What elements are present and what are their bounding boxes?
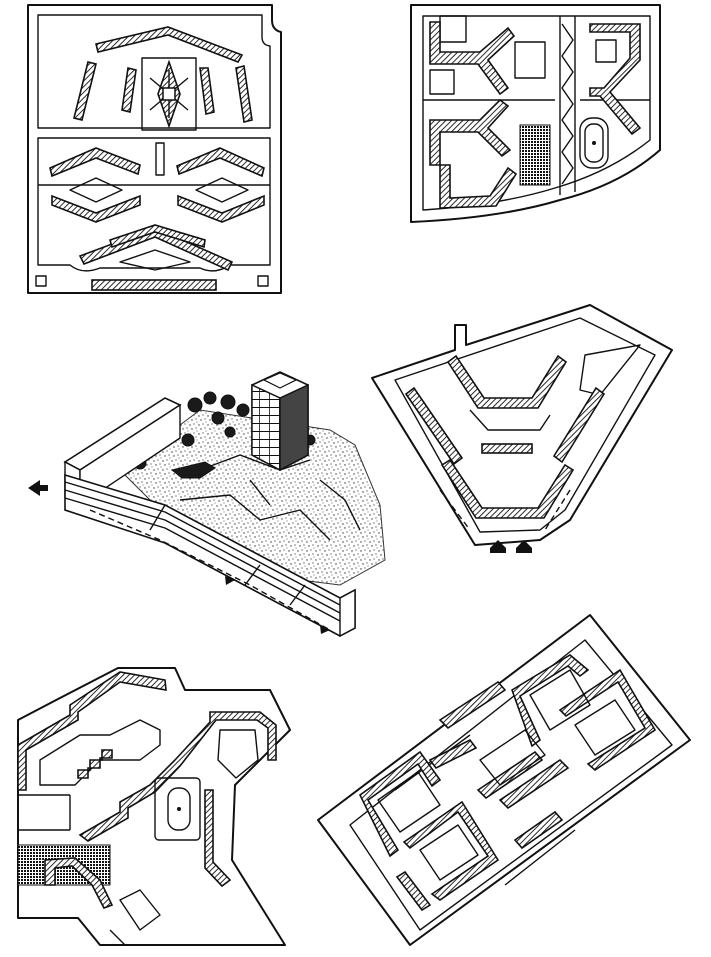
- building-bar: [513, 810, 564, 850]
- panel-v-shaped-block-plan: [371, 304, 673, 553]
- building-mid-right-a: [176, 147, 265, 178]
- building-left-wing: [404, 386, 464, 466]
- courtyard-upper: [39, 719, 161, 786]
- building-top-chevron: [95, 26, 244, 63]
- access-road: [89, 509, 331, 631]
- building-mid-left-b: [51, 194, 141, 223]
- small-block: [595, 39, 617, 63]
- small-plot: [109, 889, 161, 946]
- courtyard: [514, 41, 546, 79]
- tower-block: [251, 371, 309, 472]
- entrance-marker: [490, 548, 506, 553]
- building-mid-right-b: [177, 194, 265, 223]
- median-strip: [155, 142, 165, 176]
- building-right-wing: [552, 386, 606, 464]
- inner-path: [469, 409, 551, 431]
- dense-block: [519, 124, 551, 186]
- building-branch-left-lower: [429, 98, 512, 166]
- block-outline: [410, 4, 661, 223]
- access-path: [439, 489, 571, 531]
- building-stepped: [77, 749, 113, 779]
- block-outline: [27, 4, 282, 294]
- panel-aerial-perspective: [28, 371, 386, 638]
- site-outline: [371, 304, 673, 546]
- building-v-lower: [440, 458, 575, 519]
- panel-diagonal-courtyard-plan: [317, 614, 691, 946]
- building-central-bar: [481, 443, 533, 454]
- building-serpentine-mid: [78, 711, 277, 842]
- building-bar: [428, 738, 478, 770]
- stadium: [579, 117, 609, 169]
- corner-plot: [579, 344, 641, 396]
- plaza-left: [69, 177, 123, 203]
- building-branch-bottom: [439, 164, 518, 209]
- corner-kiosk-right: [257, 275, 269, 287]
- plaza-bottom: [119, 249, 191, 271]
- entrance-arrow-icon: [490, 540, 532, 548]
- building-top-right-inner: [199, 67, 215, 115]
- inner-street-upper: [37, 14, 271, 129]
- panel-symmetric-block-plan: [27, 4, 282, 294]
- panel-serpentine-block-plan: [17, 667, 291, 946]
- building-serpentine-lower: [204, 789, 232, 888]
- courtyard-group-lower-left: [358, 750, 500, 912]
- small-block: [429, 69, 455, 95]
- slab-block-front: [64, 473, 356, 638]
- site-outline: [17, 667, 291, 946]
- building-serpentine-upper: [17, 671, 167, 791]
- courtyard-group-center: [438, 680, 570, 810]
- panel-branching-block-plan: [410, 4, 661, 223]
- building-mid-left-a: [49, 147, 141, 178]
- inner-street: [394, 317, 656, 533]
- building-corner: [44, 857, 114, 909]
- stadium: [154, 777, 201, 841]
- small-block: [439, 15, 467, 43]
- entrance-marker: [516, 548, 532, 553]
- plaza-right: [195, 177, 249, 203]
- building-top-left: [73, 61, 97, 121]
- footpaths: [179, 454, 361, 541]
- courtyard-group-upper-right: [511, 654, 657, 772]
- building-branch-right: [589, 23, 642, 136]
- side-street: [18, 794, 71, 831]
- entry-arrow-icon: [28, 480, 48, 496]
- corner-kiosk-left: [35, 275, 47, 287]
- central-monument: [141, 57, 197, 131]
- building-bottom-chevron: [78, 227, 234, 272]
- building-top-right: [235, 65, 253, 123]
- building-top-left-inner: [121, 67, 137, 113]
- building-bottom-wing: [109, 224, 206, 249]
- building-v-upper: [446, 354, 568, 409]
- low-building: [170, 461, 216, 479]
- courtyard-right: [217, 729, 259, 779]
- avenue-trees: [561, 23, 574, 185]
- inner-street: [349, 639, 673, 931]
- building-branch-left: [429, 21, 516, 96]
- building-bottom-bar: [91, 279, 217, 291]
